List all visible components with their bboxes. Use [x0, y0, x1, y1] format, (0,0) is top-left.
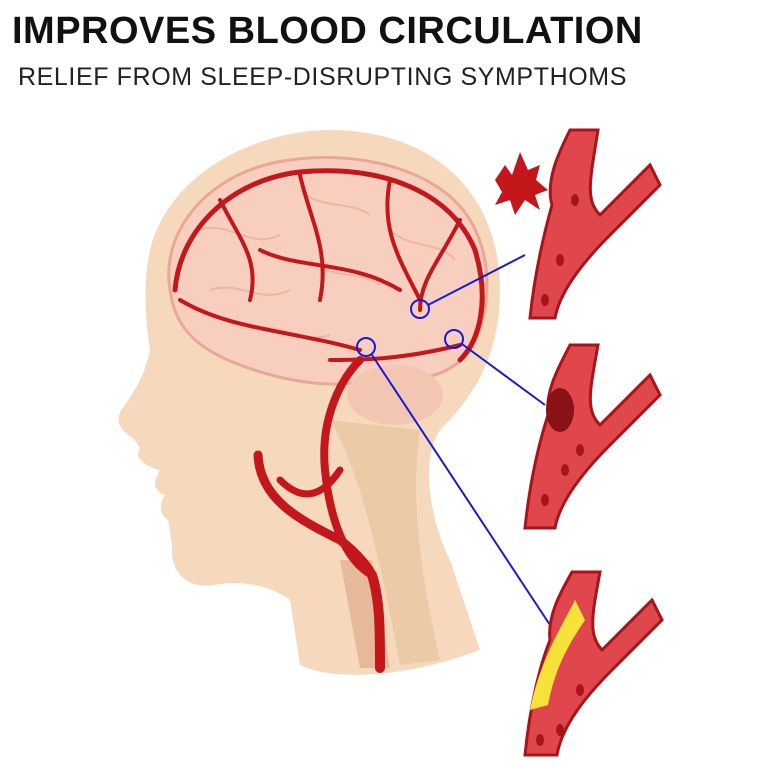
callout-lines: [356, 254, 551, 626]
plaque-deposit: [530, 600, 585, 710]
blood-clot: [546, 388, 574, 432]
neck-shadow: [330, 420, 440, 665]
callout-circle-2: [444, 329, 464, 349]
vessel-plaque: [523, 570, 664, 757]
blood-splatter: [495, 152, 548, 215]
page-title: IMPROVES BLOOD CIRCULATION: [12, 10, 643, 52]
blood-cells: [536, 194, 584, 746]
callout-circle-1: [410, 299, 430, 319]
callout-circle-3: [356, 337, 376, 357]
brain-arteries: [172, 168, 485, 673]
vessel-clot: [523, 343, 662, 530]
vessel-hemorrhage: [495, 128, 662, 320]
cerebellum: [347, 365, 443, 425]
page-subtitle: RELIEF FROM SLEEP-DISRUPTING SYMPTHOMS: [18, 63, 627, 91]
